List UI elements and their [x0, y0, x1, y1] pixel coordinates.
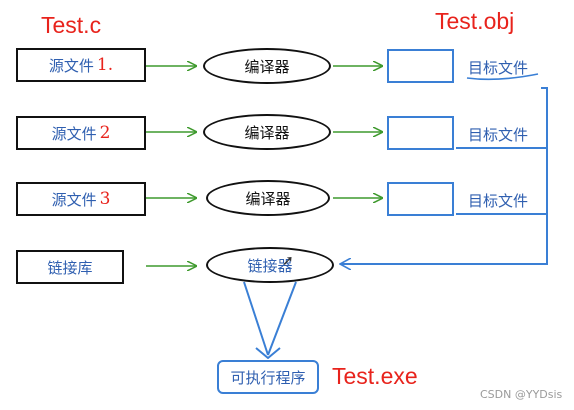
object-file-box-2[interactable]: [387, 116, 454, 150]
object-file-box-1[interactable]: [387, 49, 454, 83]
source-file-text: 源文件: [51, 190, 97, 209]
compiler-2[interactable]: 编译器: [203, 114, 331, 150]
object-file-label-3: 目标文件: [468, 192, 529, 210]
source-file-number: 1.: [96, 55, 114, 75]
arrow-objects-to-linker: [340, 148, 548, 264]
underline-obj-label: [466, 73, 539, 81]
watermark: CSDN @YYDsis: [480, 388, 563, 401]
object-file-label: Test.obj: [435, 8, 515, 34]
arrow-linker-to-exe: [243, 281, 297, 359]
object-file-label-1: 目标文件: [468, 59, 529, 77]
executable-label: Test.exe: [332, 363, 418, 389]
collector-obj1: [541, 87, 548, 148]
executable-box[interactable]: 可执行程序: [217, 360, 319, 394]
compiler-1[interactable]: 编译器: [203, 48, 331, 84]
compiler-3[interactable]: 编译器: [206, 180, 330, 216]
source-file-text: 源文件: [51, 124, 97, 143]
cursor-icon: ➚: [282, 253, 294, 269]
object-file-label-2: 目标文件: [468, 126, 529, 144]
library-box[interactable]: 链接库: [16, 250, 124, 284]
object-file-box-3[interactable]: [387, 182, 454, 216]
source-file-number: 3: [99, 189, 111, 209]
source-file-number: 2: [99, 123, 111, 143]
source-file-text: 源文件: [48, 56, 94, 75]
linker[interactable]: 链接器: [206, 247, 334, 283]
linker-label: 链接器: [247, 256, 293, 275]
source-file-label: Test.c: [41, 12, 102, 38]
